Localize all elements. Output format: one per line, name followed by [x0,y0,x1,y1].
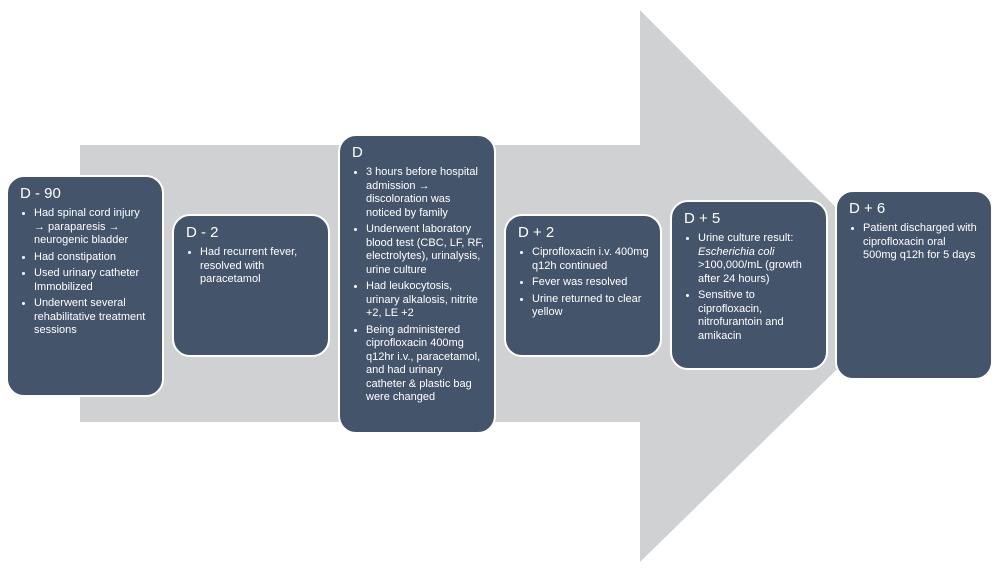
timeline-card-d: D 3 hours before hospital admission → di… [338,134,496,434]
card-title: D + 5 [684,210,721,227]
list-item: Sensitive to ciprofloxacin, nitrofuranto… [698,289,816,343]
card-title: D [352,144,363,161]
timeline-card-d-minus-90: D - 90 Had spinal cord injury → parapare… [6,175,164,397]
culture-count: >100,000/mL (growth after 24 hours) [698,259,802,285]
list-item: 3 hours before hospital admission → disc… [366,166,484,220]
list-item: Patient discharged with ciprofloxacin or… [863,222,981,263]
card-title: D + 6 [849,200,886,217]
list-item: Had constipation [34,251,152,265]
timeline-card-d-plus-6: D + 6 Patient discharged with ciprofloxa… [835,190,993,380]
card-list: Patient discharged with ciprofloxacin or… [849,222,981,263]
list-item: Being administered ciprofloxacin 400mg q… [366,324,484,405]
list-item: Urine returned to clear yellow [532,293,650,320]
culture-organism: Escherichia coli [698,245,775,258]
timeline-card-d-plus-2: D + 2 Ciprofloxacin i.v. 400mg q12h cont… [504,214,662,357]
card-list: 3 hours before hospital admission → disc… [352,166,484,405]
list-item: Underwent several rehabilitative treatme… [34,297,152,338]
card-title: D - 90 [20,185,61,202]
list-item: Had leukocytosis, urinary alkalosis, nit… [366,280,484,321]
list-item: Had spinal cord injury → paraparesis → n… [34,207,152,248]
timeline-card-d-plus-5: D + 5 Urine culture result: Escherichia … [670,200,828,370]
list-item: Had recurrent fever, resolved with parac… [200,246,318,287]
card-title: D - 2 [186,224,219,241]
card-list: Ciprofloxacin i.v. 400mg q12h continued … [518,246,650,320]
list-item: Fever was resolved [532,276,650,290]
list-item: Urine culture result: Escherichia coli >… [698,232,816,286]
timeline-card-d-minus-2: D - 2 Had recurrent fever, resolved with… [172,214,330,357]
card-list: Had spinal cord injury → paraparesis → n… [20,207,152,338]
culture-label: Urine culture result: [698,232,794,244]
list-item: Used urinary catheter Immobilized [34,267,152,294]
card-list: Had recurrent fever, resolved with parac… [186,246,318,287]
arrow-shape [80,10,918,562]
list-item: Ciprofloxacin i.v. 400mg q12h continued [532,246,650,273]
card-list: Urine culture result: Escherichia coli >… [684,232,816,343]
card-title: D + 2 [518,224,555,241]
list-item: Underwent laboratory blood test (CBC, LF… [366,223,484,277]
